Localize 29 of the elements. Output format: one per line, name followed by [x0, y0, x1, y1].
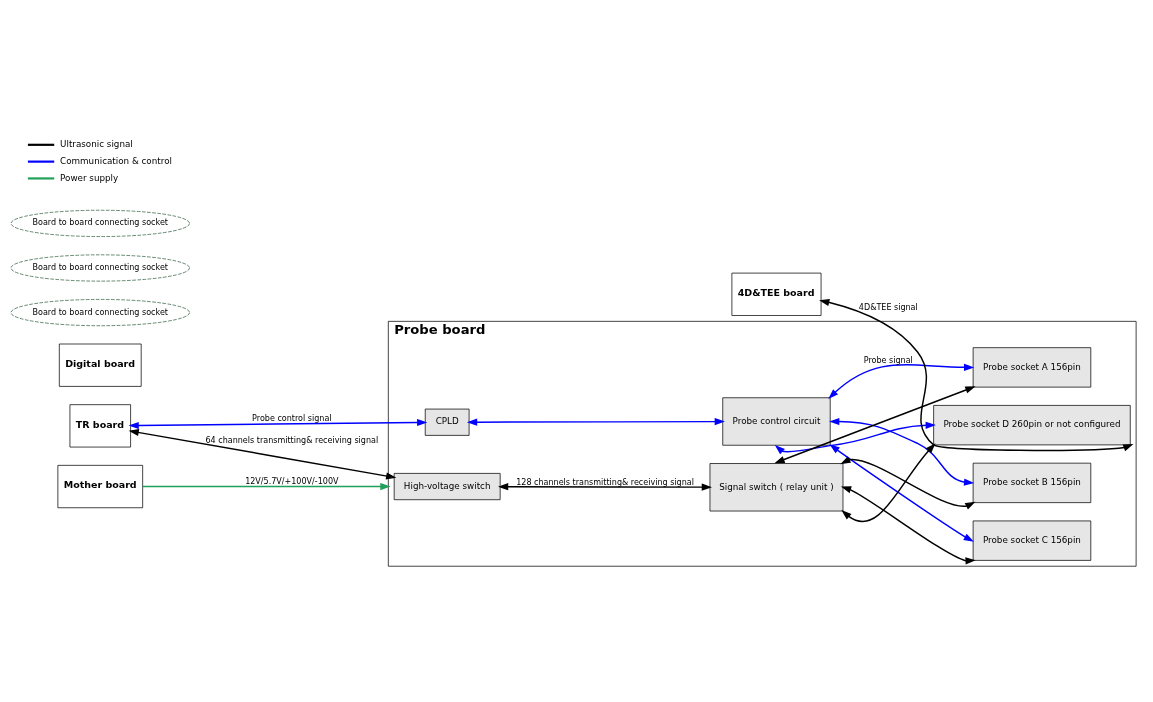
node-box: Probe control circuit	[722, 396, 831, 446]
node-box: CPLD	[424, 408, 470, 436]
arrow	[128, 428, 397, 479]
arrow	[841, 442, 936, 522]
arrow	[141, 482, 391, 490]
arrow	[774, 421, 936, 454]
node-box: Signal switch ( relay unit )	[709, 462, 844, 511]
arrow	[774, 385, 976, 463]
arrow	[128, 418, 428, 429]
node-box: 4D&TEE board	[731, 272, 822, 316]
node-box: Mother board	[57, 464, 144, 508]
arrow	[819, 298, 1134, 451]
legend-label: Ultrasonic signal	[60, 138, 133, 149]
legend-label: Communication & control	[60, 155, 172, 166]
arrow	[840, 455, 976, 509]
node-box: Digital board	[58, 343, 142, 387]
node-box: High-voltage switch	[393, 472, 501, 500]
arrow	[828, 363, 975, 399]
node-box: Probe socket B 156pin	[972, 462, 1092, 503]
node-box: Probe socket A 156pin	[972, 346, 1092, 387]
arrow	[829, 417, 975, 486]
arrow	[498, 482, 712, 491]
arrow	[829, 443, 974, 542]
arrow	[840, 485, 976, 564]
node-box: Probe socket C 156pin	[972, 520, 1092, 561]
node-box: Probe socket D 260pin or not configured	[933, 404, 1131, 445]
node-box: TR board	[69, 403, 131, 447]
arrow	[466, 417, 725, 426]
legend-label: Power supply	[60, 172, 119, 183]
